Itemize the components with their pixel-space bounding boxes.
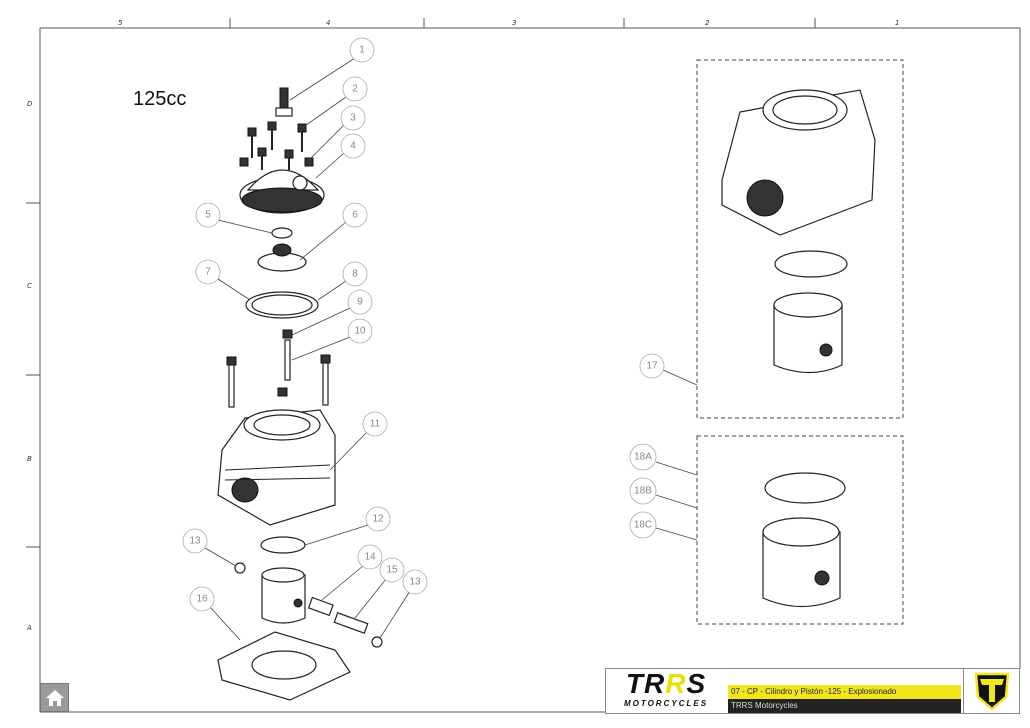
- callout-2: 2: [342, 76, 368, 102]
- svg-text:8: 8: [352, 269, 358, 280]
- svg-text:3: 3: [350, 113, 356, 124]
- callout-11: 11: [362, 411, 388, 437]
- callout-10: 10: [347, 318, 373, 344]
- zone-col-1: 1: [895, 19, 899, 27]
- svg-text:1: 1: [359, 45, 365, 56]
- company-name: TRRS Motorcycles: [728, 699, 961, 713]
- circlip-left: [234, 562, 246, 574]
- cylinder: [217, 409, 336, 526]
- svg-text:18B: 18B: [634, 486, 652, 497]
- kit-18-piston: [762, 517, 841, 608]
- studs: [226, 329, 331, 408]
- svg-text:5: 5: [205, 210, 211, 221]
- needle-bearing: [307, 596, 334, 617]
- home-icon: [45, 689, 64, 706]
- callout-15: 15: [379, 557, 405, 583]
- callout-1: 1: [349, 37, 375, 63]
- callout-17: 17: [639, 353, 665, 379]
- circlip-right: [371, 636, 383, 648]
- zone-col-5: 5: [118, 19, 123, 27]
- svg-text:18A: 18A: [634, 452, 652, 463]
- kit-18-box: [696, 435, 904, 625]
- svg-text:14: 14: [364, 552, 376, 563]
- logo-text: TRRS: [625, 668, 707, 699]
- svg-text:13: 13: [189, 536, 201, 547]
- zone-col-3: 3: [512, 19, 516, 27]
- svg-text:16: 16: [196, 594, 208, 605]
- zone-col-4: 4: [326, 19, 330, 27]
- kit-17-ring: [774, 250, 848, 278]
- kit-17-piston: [773, 292, 843, 374]
- zone-row-b: B: [27, 455, 32, 463]
- zone-col-2: 2: [705, 19, 710, 27]
- svg-text:12: 12: [372, 514, 384, 525]
- zone-row-d: D: [27, 100, 33, 108]
- piston-pin: [333, 612, 369, 634]
- svg-text:4: 4: [350, 141, 356, 152]
- trrs-shield-logo: [963, 669, 1020, 713]
- base-gasket: [217, 631, 351, 701]
- leader-lines: [204, 57, 698, 641]
- zone-row-a: A: [26, 624, 32, 632]
- kit-17-cylinder: [721, 89, 876, 236]
- callout-13-left: 13: [182, 528, 208, 554]
- callout-4: 4: [340, 133, 366, 159]
- callout-12: 12: [365, 506, 391, 532]
- svg-text:9: 9: [357, 297, 363, 308]
- callout-13-right: 13: [402, 569, 428, 595]
- svg-text:10: 10: [354, 326, 366, 337]
- trrs-logo: TRRS MOTORCYCLES: [606, 669, 726, 713]
- callout-18c: 18C: [629, 511, 657, 539]
- gaskets: [245, 291, 319, 319]
- o-ring-5: [271, 227, 293, 239]
- svg-text:17: 17: [646, 361, 658, 372]
- svg-text:13: 13: [409, 577, 421, 588]
- kit-17-box: [696, 59, 904, 419]
- kit-18-ring: [764, 472, 846, 504]
- callout-8: 8: [342, 261, 368, 287]
- svg-text:6: 6: [352, 210, 358, 221]
- callout-6: 6: [342, 202, 368, 228]
- callout-18a: 18A: [629, 443, 657, 471]
- svg-text:15: 15: [386, 565, 398, 576]
- spark-plug: [275, 87, 293, 117]
- displacement-label: 125cc: [133, 88, 187, 110]
- title-block: TRRS MOTORCYCLES 07 - CP - Cilindro y Pi…: [605, 668, 1020, 714]
- piston: [261, 567, 306, 624]
- drawing-title: 07 - CP - Cilindro y Pistón -125 - Explo…: [728, 685, 961, 699]
- svg-text:11: 11: [370, 419, 381, 430]
- cylinder-head: [239, 169, 325, 214]
- sheet-frame: [26, 18, 1021, 713]
- callout-5: 5: [195, 202, 221, 228]
- svg-text:7: 7: [205, 267, 211, 278]
- callout-9: 9: [347, 289, 373, 315]
- svg-text:18C: 18C: [634, 520, 652, 531]
- callout-7: 7: [195, 259, 221, 285]
- callout-16: 16: [189, 586, 215, 612]
- piston-ring: [260, 536, 306, 554]
- combustion-insert: [257, 243, 307, 272]
- home-button[interactable]: [40, 683, 69, 712]
- callout-3: 3: [340, 105, 366, 131]
- callout-14: 14: [357, 544, 383, 570]
- svg-text:2: 2: [352, 84, 358, 95]
- head-bolts: [239, 121, 314, 170]
- zone-row-c: C: [27, 282, 32, 290]
- callout-18b: 18B: [629, 477, 657, 505]
- logo-subtext: MOTORCYCLES: [623, 699, 709, 708]
